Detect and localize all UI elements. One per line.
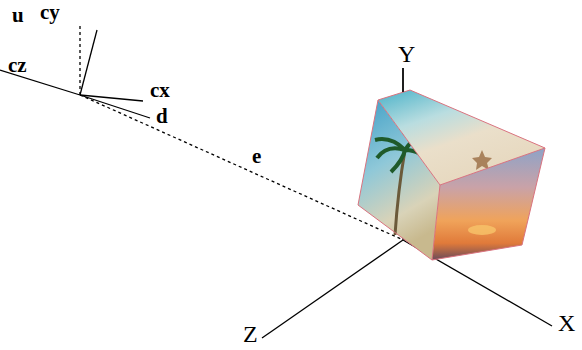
world-axes (262, 68, 552, 338)
axis-label: cx (150, 80, 170, 101)
vector-label: d (156, 106, 168, 127)
axis-label: Z (243, 322, 258, 346)
y-axis-visible (402, 68, 403, 92)
vector-label: e (252, 146, 261, 167)
vector-label: u (12, 5, 24, 26)
axis-label: X (558, 311, 575, 335)
axis-label: cz (8, 55, 27, 76)
axis-label: Y (398, 42, 415, 66)
axis-label: cy (40, 2, 60, 23)
camera-frame (0, 26, 401, 239)
photo-cube (358, 90, 545, 260)
